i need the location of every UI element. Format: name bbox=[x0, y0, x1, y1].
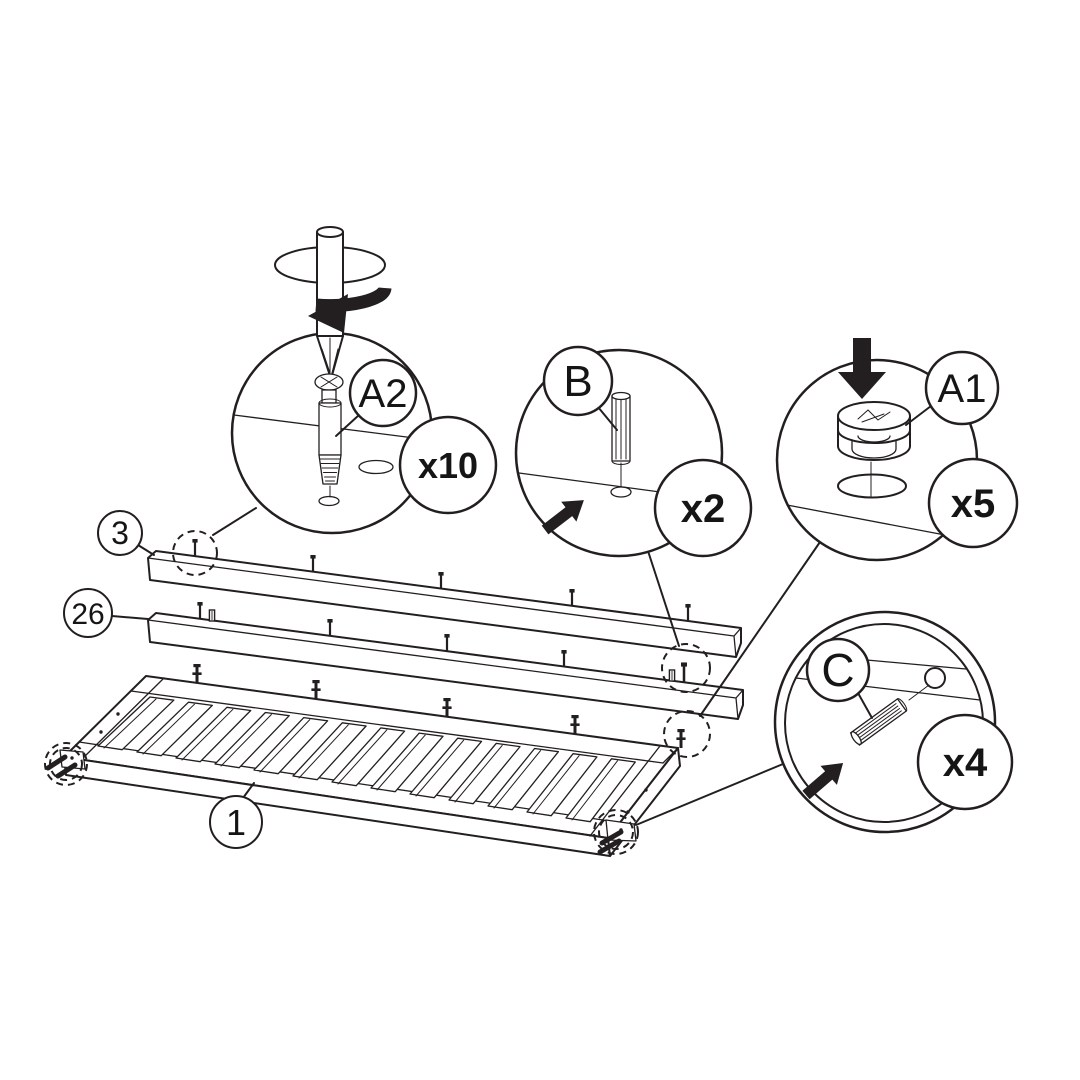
part-number-3: 3 bbox=[111, 515, 129, 551]
bolt-icon bbox=[314, 373, 344, 507]
callout-c-label-circle bbox=[805, 637, 871, 703]
callout-b-qty-circle bbox=[653, 458, 753, 558]
callout-a2-qty-circle bbox=[398, 415, 498, 515]
slatted-base-part-1 bbox=[44, 664, 711, 857]
callout-c-qty: x4 bbox=[943, 741, 988, 785]
callout-b-label-circle bbox=[542, 345, 614, 417]
corner-dowels-left bbox=[44, 742, 88, 786]
part-label-1: 1 bbox=[209, 782, 263, 849]
callout-b-qty: x2 bbox=[681, 487, 726, 531]
part-label-3: 3 bbox=[97, 510, 155, 556]
rail-part-26 bbox=[147, 602, 744, 720]
insert-arrow-icon bbox=[541, 500, 584, 535]
callout-a1-label: A1 bbox=[938, 367, 987, 411]
down-arrow-icon bbox=[838, 338, 886, 399]
dowel-icon bbox=[610, 391, 632, 498]
callout-a2-qty: x10 bbox=[418, 445, 478, 486]
callout-a2-label-circle bbox=[348, 358, 418, 428]
callout-c-label: C bbox=[821, 644, 854, 696]
corner-dowels-right bbox=[593, 809, 639, 855]
callout-a2-label: A2 bbox=[359, 372, 408, 416]
callout-a1: A1 x5 bbox=[775, 338, 1019, 562]
insert-arrow-icon-c bbox=[802, 763, 844, 800]
detail-target-circle-b bbox=[661, 643, 711, 693]
detail-target-circle-a1 bbox=[663, 710, 711, 758]
screwdriver-icon bbox=[274, 226, 392, 380]
callout-a2: A2 x10 bbox=[230, 226, 498, 535]
callout-b: B x2 bbox=[514, 345, 753, 558]
callout-a1-qty: x5 bbox=[951, 482, 996, 526]
part-label-26: 26 bbox=[63, 588, 149, 638]
callout-leader-lines bbox=[212, 507, 821, 826]
callout-a1-qty-circle bbox=[927, 457, 1019, 549]
rail-part-3 bbox=[147, 530, 742, 658]
slats bbox=[97, 696, 636, 823]
callout-c-qty-circle bbox=[916, 713, 1014, 811]
part-number-26: 26 bbox=[71, 598, 104, 631]
callout-b-label: B bbox=[563, 357, 592, 406]
part-number-1: 1 bbox=[226, 802, 246, 843]
callout-c: C x4 bbox=[773, 610, 1014, 834]
callout-a1-label-circle bbox=[924, 350, 1000, 426]
dowel-icon-c bbox=[849, 698, 908, 746]
rotation-arrow-icon bbox=[308, 286, 392, 333]
detail-target-circle-a2 bbox=[172, 530, 218, 576]
